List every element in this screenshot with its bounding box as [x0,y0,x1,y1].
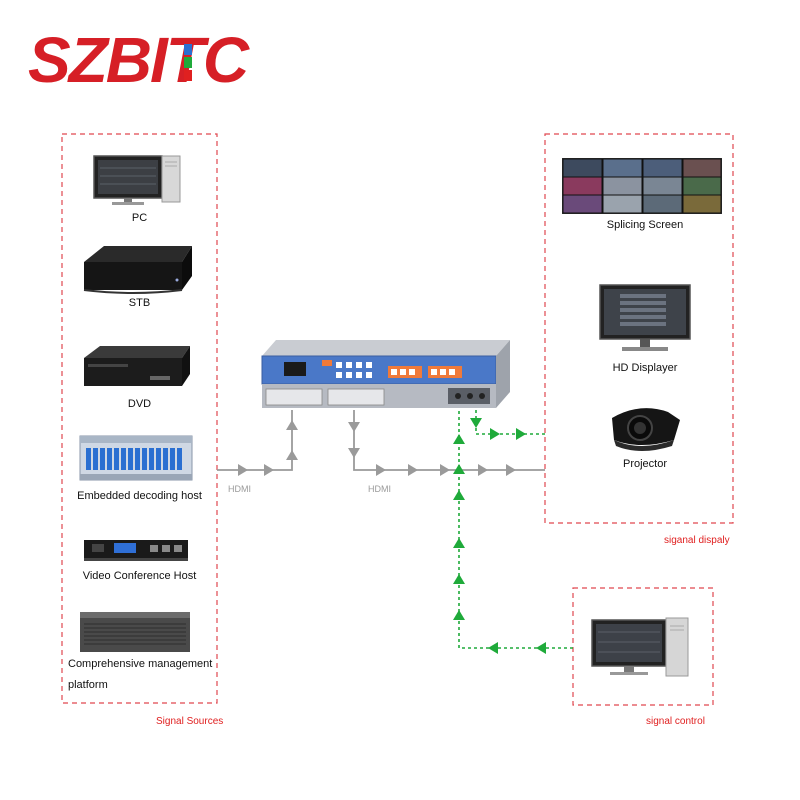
display-label-projector: Projector [622,458,668,470]
hdmi-output-arrows [348,422,516,476]
display-label-splicing-screen: Splicing Screen [606,219,684,231]
hdmi-input-arrows [238,420,298,476]
source-label-management-line2: platform [68,679,108,691]
brand-logo: SZBITC [28,28,249,92]
sources-group-title: Signal Sources [156,716,224,727]
source-label-management: Comprehensive management [68,658,213,670]
source-label-dvd: DVD [127,398,152,410]
control-pc-icon [591,617,689,677]
display-group-box [544,133,734,524]
management-server-icon [80,612,190,652]
video-wall-icon [562,158,722,214]
hdmi-input-line [217,410,293,471]
video-conference-host-icon [84,540,188,561]
control-arrows [453,418,546,654]
hdmi-output-label: HDMI [368,484,391,494]
display-label-hd-displayer: HD Displayer [612,362,678,374]
source-label-decoding-host: Embedded decoding host [77,490,202,502]
sources-group-box [61,133,218,704]
brand-name: SZBITC [28,24,249,96]
hdmi-input-label: HDMI [228,484,251,494]
source-label-pc: PC [131,212,148,224]
source-label-video-conference-host: Video Conference Host [82,570,197,582]
control-line [458,410,573,649]
decoding-host-icon [79,435,193,481]
source-label-stb: STB [128,297,151,309]
pc-monitor-icon [93,155,181,205]
dvd-player-icon [84,346,190,386]
projector-icon [612,408,680,451]
logo-accent-bars [182,44,204,81]
matrix-switcher-icon [261,340,510,408]
set-top-box-icon [83,246,192,294]
control-group-box [572,587,714,706]
control-group-title: signal control [646,716,705,727]
hd-monitor-icon [599,284,691,351]
hdmi-output-line [353,410,545,471]
display-group-title: siganal dispaly [664,535,730,546]
